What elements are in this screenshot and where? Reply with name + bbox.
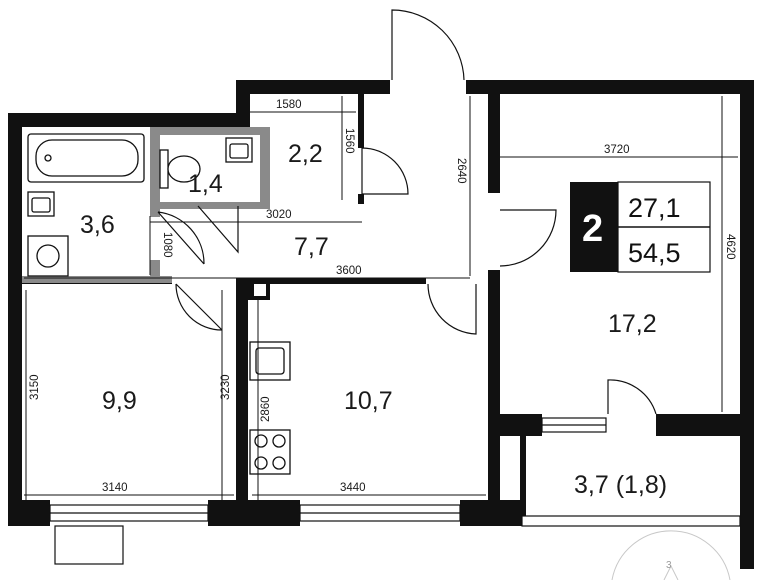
wall-top-storage	[236, 80, 390, 94]
total-area: 54,5	[628, 238, 681, 268]
compass-label: 3	[666, 560, 672, 571]
door-bedroom	[175, 283, 223, 331]
door-toilet	[197, 205, 239, 254]
area-bedroom: 9,9	[102, 387, 137, 415]
bath-wall-bottom	[22, 276, 172, 283]
wall-bottom-left	[8, 500, 50, 526]
wall-balcony-right	[740, 414, 754, 569]
wall-top-right	[466, 80, 754, 94]
room-areas: 3,6 1,4 2,2 7,7 9,9 10,7 17,2 3,7 (1,8)	[80, 140, 667, 499]
summary-badge: 2 27,1 54,5	[570, 181, 711, 273]
wall-top-left	[8, 113, 248, 127]
dim-3230: 3230	[220, 374, 232, 400]
door-storage	[361, 147, 409, 195]
toilet-wall-left	[150, 127, 160, 209]
living-area: 27,1	[628, 193, 681, 223]
windows	[49, 417, 741, 565]
dim-3140: 3140	[102, 482, 128, 494]
dim-3720: 3720	[604, 144, 630, 156]
wall-partition-bedroom-kitchen	[236, 278, 248, 502]
wall-living-bottom-right	[656, 414, 754, 436]
walls	[8, 80, 754, 569]
dim-3600: 3600	[336, 265, 362, 277]
area-hall: 7,7	[294, 233, 329, 261]
toilet-wall-bottom	[160, 202, 270, 209]
wall-balcony-left	[520, 414, 526, 522]
toilet-wall-top	[150, 127, 270, 135]
door-entrance	[391, 9, 465, 81]
wall-right	[740, 80, 754, 420]
rooms-count-box	[570, 182, 618, 272]
dim-3150: 3150	[29, 374, 41, 400]
rooms-count: 2	[582, 208, 603, 250]
wall-bottom-mid	[208, 500, 300, 526]
stove-icon	[249, 429, 291, 475]
wall-living-left-bottom	[488, 270, 500, 500]
dim-4620: 4620	[724, 234, 736, 260]
area-bathroom: 3,6	[80, 211, 115, 239]
door-balcony	[607, 379, 657, 415]
wall-storage-right-low	[358, 194, 364, 204]
door-living	[499, 209, 557, 267]
bath-wall-right	[150, 260, 160, 283]
toilet-icon	[159, 149, 169, 189]
dimension-labels: 1580 1560 2640 3720 4620 3020 1080 3600 …	[29, 99, 736, 494]
toilet-wall-right	[260, 127, 270, 209]
dim-1580: 1580	[276, 99, 302, 111]
doors	[157, 9, 657, 415]
dim-1560: 1560	[343, 128, 355, 154]
dimension-lines	[24, 96, 738, 500]
dim-1080: 1080	[161, 232, 173, 258]
wall-kitchen-top	[236, 278, 426, 284]
bay-bottom	[54, 525, 124, 565]
door-kitchen	[427, 283, 477, 335]
dim-2640: 2640	[455, 158, 467, 184]
door-bathroom	[157, 211, 205, 265]
area-balcony: 3,7 (1,8)	[574, 471, 667, 499]
wall-storage-right	[358, 92, 364, 148]
dim-3020: 3020	[266, 209, 292, 221]
window-balcony	[521, 515, 741, 527]
dim-3440: 3440	[340, 482, 366, 494]
area-kitchen: 10,7	[344, 387, 393, 415]
wall-living-bottom-left	[488, 414, 542, 436]
area-storage: 2,2	[288, 140, 323, 168]
compass-icon	[611, 530, 731, 580]
dim-2860: 2860	[260, 396, 272, 422]
sanitary-walls	[22, 127, 270, 283]
wall-left	[8, 113, 22, 513]
bathtub-inner	[35, 139, 139, 177]
wall-living-left-top	[488, 80, 500, 193]
area-toilet: 1,4	[188, 170, 223, 198]
bath-wall-right-top	[150, 209, 160, 217]
column-hole	[254, 284, 266, 296]
compass: 3	[611, 530, 731, 580]
area-living-room: 17,2	[608, 310, 657, 338]
wall-bottom-right	[460, 500, 522, 526]
